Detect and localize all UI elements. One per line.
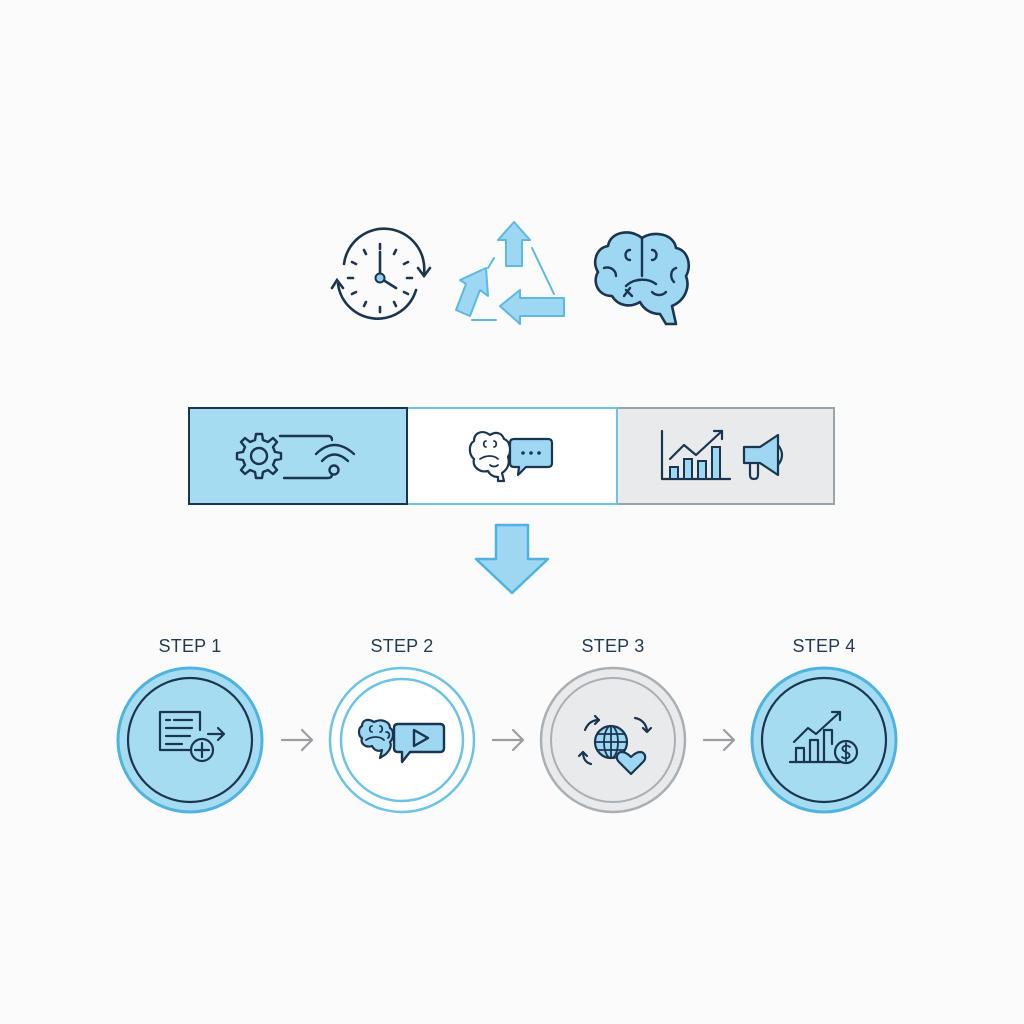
clock-cycle-icon <box>326 227 434 326</box>
step-1-circle <box>116 666 264 814</box>
top-icon-row <box>0 0 1024 360</box>
globe-heart-cycle-icon <box>577 714 653 776</box>
recycle-arrows-icon <box>455 218 566 325</box>
step-3-circle <box>539 666 687 814</box>
panel-ai-communication <box>408 407 618 505</box>
brain-chat-icon <box>468 431 554 483</box>
connector-arrow-3 <box>702 726 738 754</box>
chart-megaphone-icon <box>660 429 783 481</box>
panel-automation-connectivity <box>188 407 408 505</box>
brain-icon <box>590 228 694 326</box>
step-4-label: STEP 4 <box>792 636 856 656</box>
step-3-label: STEP 3 <box>581 636 645 656</box>
connector-arrow-2 <box>491 726 527 754</box>
step-2-label: STEP 2 <box>370 636 434 656</box>
panel-growth-marketing <box>618 407 835 505</box>
step-2-circle <box>328 666 476 814</box>
step-4-circle <box>750 666 898 814</box>
down-arrow-icon <box>474 523 550 595</box>
connector-arrow-1 <box>280 726 316 754</box>
step-1-label: STEP 1 <box>158 636 222 656</box>
document-add-icon <box>158 710 226 752</box>
gear-wifi-icon <box>235 432 356 480</box>
brain-video-icon <box>357 718 446 764</box>
growth-revenue-icon <box>788 710 846 764</box>
